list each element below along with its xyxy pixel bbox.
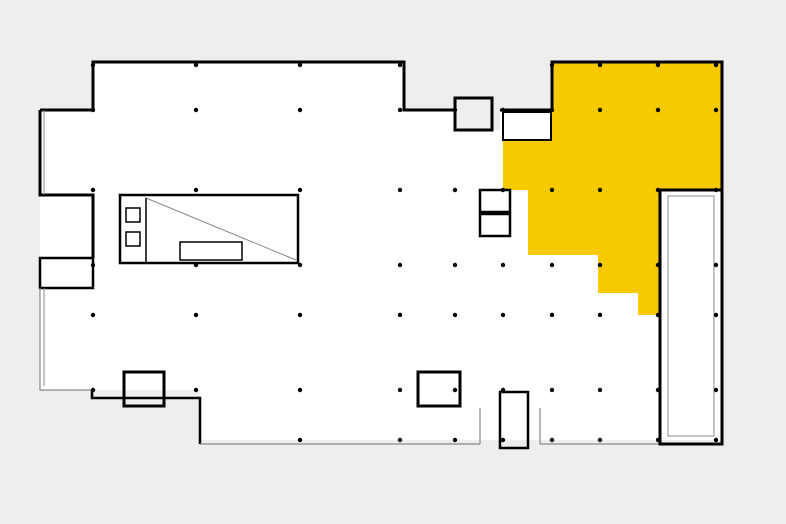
structural-columns bbox=[90, 62, 719, 443]
column bbox=[500, 437, 506, 443]
column bbox=[397, 187, 403, 193]
column bbox=[713, 187, 719, 193]
column bbox=[297, 437, 303, 443]
column bbox=[452, 437, 458, 443]
column bbox=[597, 262, 603, 268]
stair-west bbox=[38, 256, 95, 290]
column bbox=[655, 437, 661, 443]
column bbox=[297, 107, 303, 113]
column bbox=[500, 262, 506, 268]
atrium-diagonal bbox=[145, 197, 297, 261]
column bbox=[655, 312, 661, 318]
column bbox=[713, 437, 719, 443]
wall-west-lower bbox=[39, 288, 92, 391]
column bbox=[452, 187, 458, 193]
column bbox=[500, 107, 506, 113]
column bbox=[397, 387, 403, 393]
atrium-lift-1 bbox=[125, 207, 141, 223]
column bbox=[597, 187, 603, 193]
column bbox=[597, 387, 603, 393]
column bbox=[193, 107, 199, 113]
column bbox=[90, 312, 96, 318]
column bbox=[549, 437, 555, 443]
column bbox=[549, 187, 555, 193]
column bbox=[397, 437, 403, 443]
column bbox=[90, 187, 96, 193]
column bbox=[655, 187, 661, 193]
column bbox=[452, 387, 458, 393]
column bbox=[500, 187, 506, 193]
column bbox=[713, 262, 719, 268]
east-corridor bbox=[658, 188, 724, 446]
column bbox=[549, 312, 555, 318]
column bbox=[597, 62, 603, 68]
atrium-stair bbox=[179, 241, 243, 261]
atrium bbox=[118, 193, 300, 265]
column bbox=[193, 312, 199, 318]
column bbox=[397, 107, 403, 113]
core-east-2 bbox=[478, 212, 512, 238]
column bbox=[549, 387, 555, 393]
column bbox=[193, 387, 199, 393]
column bbox=[549, 107, 555, 113]
lift-lobby-south bbox=[416, 370, 462, 408]
column bbox=[713, 107, 719, 113]
column bbox=[713, 387, 719, 393]
column bbox=[397, 62, 403, 68]
column bbox=[655, 262, 661, 268]
column bbox=[297, 62, 303, 68]
column bbox=[713, 62, 719, 68]
column bbox=[549, 262, 555, 268]
column bbox=[549, 62, 555, 68]
wall-northeast bbox=[500, 60, 724, 190]
column bbox=[90, 62, 96, 68]
column bbox=[90, 262, 96, 268]
column bbox=[397, 312, 403, 318]
wall-south-west bbox=[90, 390, 202, 444]
column bbox=[297, 312, 303, 318]
column bbox=[193, 62, 199, 68]
column bbox=[655, 62, 661, 68]
atrium-lift-2 bbox=[125, 231, 141, 247]
lift-lobby-north bbox=[453, 96, 494, 132]
column bbox=[597, 107, 603, 113]
column bbox=[500, 387, 506, 393]
column bbox=[297, 387, 303, 393]
column bbox=[397, 262, 403, 268]
highlighted-zone[interactable] bbox=[503, 62, 722, 315]
column bbox=[90, 107, 96, 113]
column bbox=[297, 187, 303, 193]
column bbox=[655, 107, 661, 113]
walls bbox=[38, 60, 724, 450]
wall-northwest bbox=[40, 60, 455, 112]
column bbox=[452, 107, 458, 113]
column bbox=[452, 262, 458, 268]
core-east-1 bbox=[478, 188, 512, 214]
column bbox=[193, 187, 199, 193]
column bbox=[193, 262, 199, 268]
column bbox=[655, 387, 661, 393]
column bbox=[713, 312, 719, 318]
lift-lobby-southwest bbox=[122, 370, 166, 408]
wall-west-upper bbox=[38, 110, 95, 258]
stair-south bbox=[498, 390, 530, 450]
column bbox=[500, 312, 506, 318]
stair-northeast bbox=[502, 111, 552, 141]
column bbox=[297, 262, 303, 268]
east-corridor-inner bbox=[667, 195, 715, 437]
column bbox=[597, 437, 603, 443]
column bbox=[597, 312, 603, 318]
column bbox=[90, 387, 96, 393]
column bbox=[452, 312, 458, 318]
